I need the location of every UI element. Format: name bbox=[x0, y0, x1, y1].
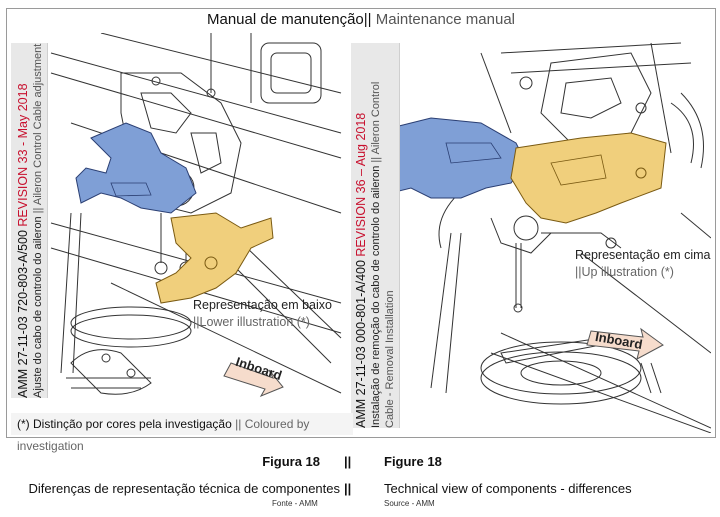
title-en: Maintenance manual bbox=[375, 11, 515, 28]
left-revision: REVISION 33 - May 2018 bbox=[16, 83, 30, 227]
left-description-pt: Ajuste do cabo de controlo do aileron bbox=[32, 216, 44, 398]
inboard-arrow-right bbox=[586, 327, 664, 360]
blue-quadrant-part bbox=[75, 122, 197, 214]
figure-number-en: Figure 18 bbox=[384, 454, 442, 469]
left-description-en: Aileron Control Cable adjustment bbox=[32, 43, 44, 206]
right-amm-reference: AMM 27-11-03 000-801-A/400 bbox=[354, 260, 368, 428]
right-revision: REVISION 36 – Aug 2018 bbox=[354, 112, 368, 257]
right-illustration-panel: AMM 27-11-03 000-801-A/400 REVISION 36 –… bbox=[351, 33, 711, 433]
right-description-en-1: Aileron Control bbox=[370, 81, 382, 155]
source-pt: Fonte - AMM bbox=[272, 499, 318, 508]
figure-title: Manual de manutenção|| Maintenance manua… bbox=[7, 9, 715, 33]
figure-description-en: Technical view of components - differenc… bbox=[384, 481, 632, 496]
figure-description-pt: Diferenças de representação técnica de c… bbox=[28, 481, 340, 496]
inboard-arrow bbox=[223, 362, 284, 398]
color-footnote: (*) Distinção por cores pela investigaçã… bbox=[11, 413, 353, 453]
left-amm-reference: AMM 27-11-03 720-803-A/500 bbox=[16, 230, 30, 398]
right-description-pt: Instalação de remoção do cabo de control… bbox=[370, 165, 382, 428]
figure-frame: Manual de manutenção|| Maintenance manua… bbox=[6, 8, 716, 453]
source-en: Source - AMM bbox=[384, 499, 435, 508]
figure-number-pt: Figura 18 bbox=[262, 454, 320, 469]
title-pt: Manual de manutenção bbox=[206, 11, 364, 28]
left-illustration-panel: AMM 27-11-03 720-803-A/500 REVISION 33 -… bbox=[11, 33, 345, 405]
right-reference-band: AMM 27-11-03 000-801-A/400 REVISION 36 –… bbox=[351, 43, 400, 428]
right-description-en-2: Cable - Removal Installation bbox=[384, 290, 396, 428]
right-representation-label: Representação em cima ||Up illustration … bbox=[575, 248, 711, 279]
right-technical-drawing bbox=[360, 42, 711, 433]
left-representation-label: Representação em baixo ||Lower illustrat… bbox=[193, 298, 332, 329]
left-technical-drawing bbox=[50, 33, 342, 398]
yellow-quadrant-part-right bbox=[510, 132, 667, 224]
title-separator: || bbox=[363, 11, 372, 28]
left-reference-band: AMM 27-11-03 720-803-A/500 REVISION 33 -… bbox=[11, 43, 48, 398]
